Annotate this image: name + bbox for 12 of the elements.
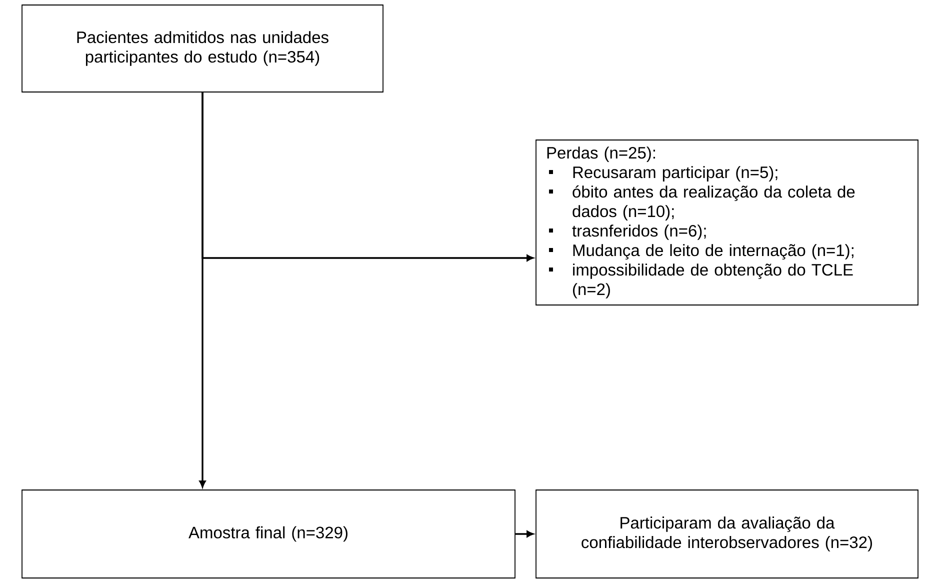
- list-item: trasnferidos (n=6);: [549, 224, 706, 240]
- list-item: Mudança de leito de internação (n=1);: [549, 244, 854, 260]
- arrow: [202, 92, 534, 262]
- process-box: Amostra final (n=329): [22, 490, 516, 578]
- process-box: Participaram da avaliação da confiabilidade interobservadores (n=32): [536, 490, 918, 578]
- list-item: impossibilidade de obtenção do TCLE (n=2): [549, 264, 853, 298]
- heading-text: Perdas (n=25):: [547, 146, 655, 162]
- exclusion-box: [536, 140, 918, 306]
- process-box: Pacientes admitidos nas unidades participantes do estudo (n=354): [22, 4, 384, 92]
- arrow: [515, 530, 534, 538]
- list-item: Recusaram participar (n=5);: [549, 166, 778, 182]
- list-item: óbito antes da realização da coleta de dados (n=10);: [549, 185, 855, 220]
